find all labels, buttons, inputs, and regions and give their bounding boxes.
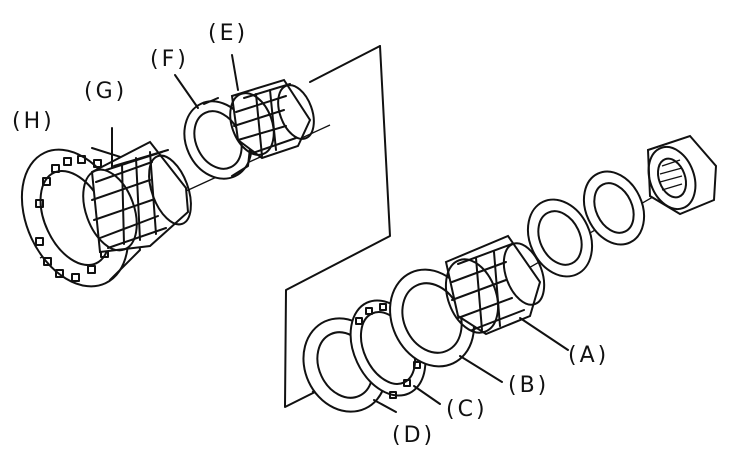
label-a: (A) (568, 343, 609, 368)
part-labels: (H) (G) (F) (E) (A) (B) (C) (D) (12, 21, 609, 448)
label-b: (B) (508, 373, 549, 398)
right-washer-2 (582, 170, 646, 246)
a-rollers (451, 243, 525, 331)
label-f: (F) (150, 47, 189, 72)
label-c: (C) (446, 397, 488, 422)
part-e-roller-cage (229, 54, 315, 160)
nut-threads (659, 159, 683, 191)
part-g-roller-cage (82, 127, 192, 254)
right-washer-1 (526, 198, 594, 278)
label-h: (H) (12, 109, 55, 134)
label-e: (E) (208, 21, 248, 46)
right-nut (646, 134, 718, 216)
e-rollers (233, 83, 297, 157)
part-a-roller-bearing (444, 234, 569, 351)
cut-frame (284, 45, 391, 408)
label-g: (G) (84, 79, 127, 104)
label-d: (D) (392, 423, 435, 448)
g-rollers (91, 149, 169, 249)
